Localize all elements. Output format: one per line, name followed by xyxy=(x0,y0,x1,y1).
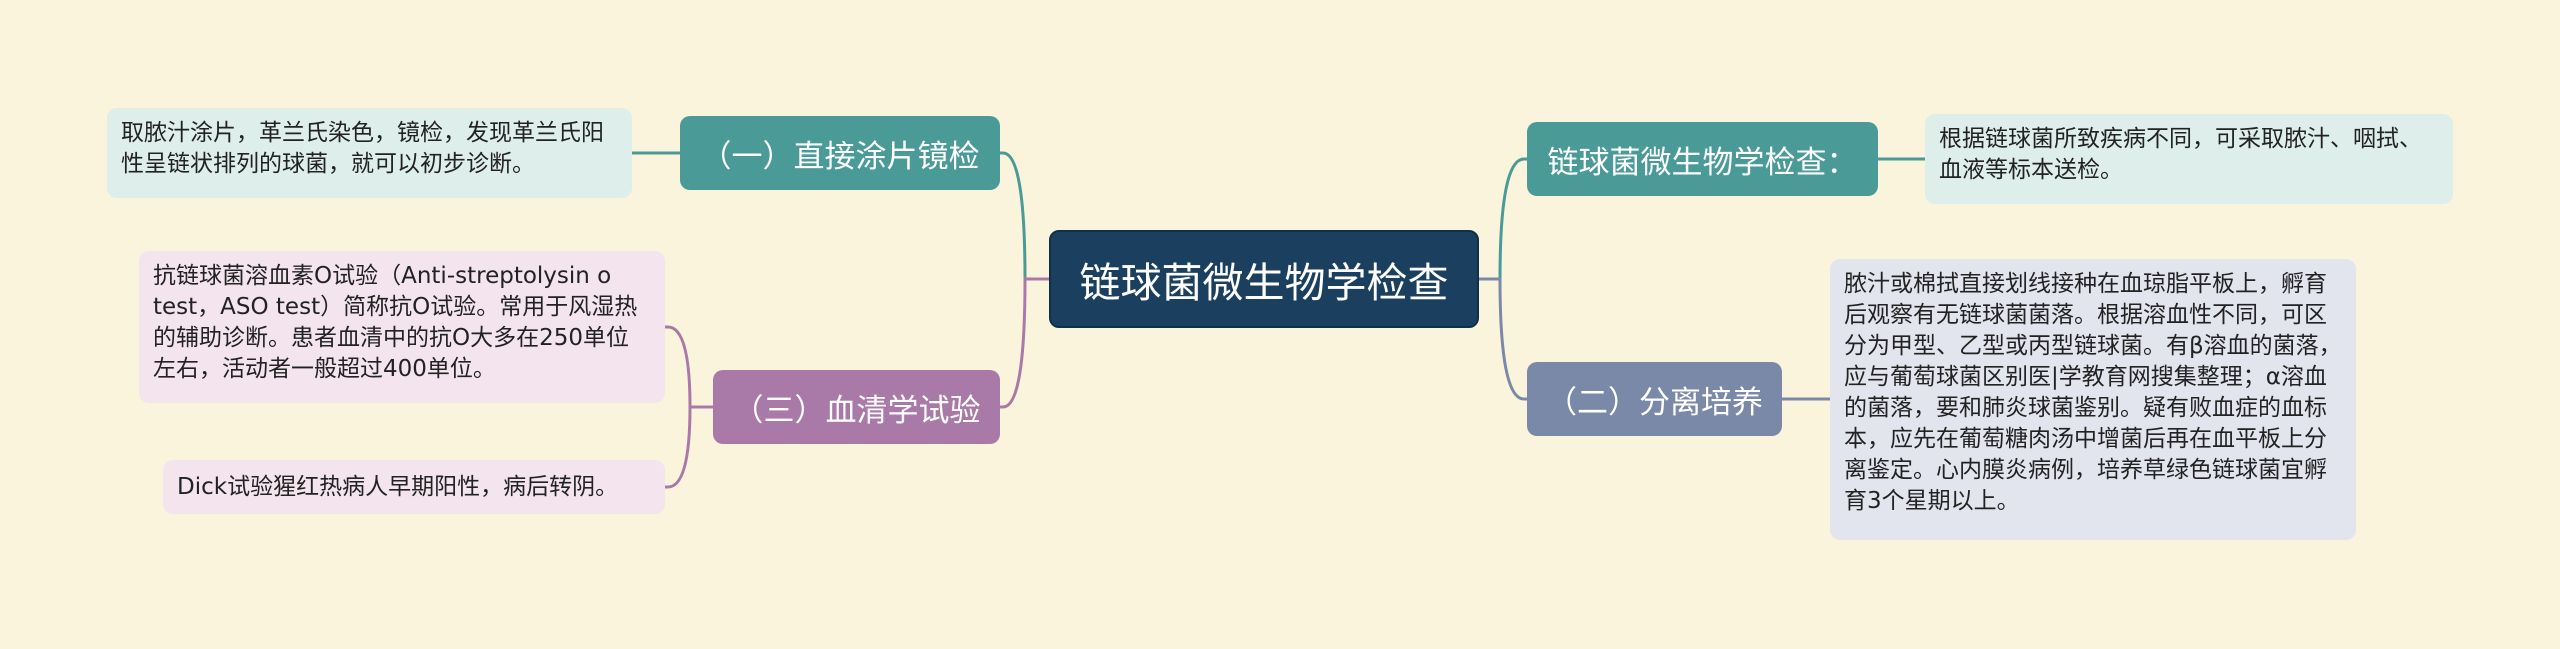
leaf-direct-smear-text: 取脓汁涂片，革兰氏染色，镜检，发现革兰氏阳性呈链状排列的球菌，就可以初步诊断。 xyxy=(121,120,604,177)
link-root-culture xyxy=(1479,277,1527,401)
leaf-serology-dick[interactable]: Dick试验猩红热病人早期阳性，病后转阴。 xyxy=(163,460,665,514)
branch-direct-smear[interactable]: （一）直接涂片镜检 xyxy=(680,116,1000,190)
branch-serology[interactable]: （三）血清学试验 xyxy=(713,370,1000,444)
branch-exam[interactable]: 链球菌微生物学检查： xyxy=(1527,122,1878,196)
link-root-direct-smear xyxy=(1000,151,1049,281)
leaf-direct-smear[interactable]: 取脓汁涂片，革兰氏染色，镜检，发现革兰氏阳性呈链状排列的球菌，就可以初步诊断。 xyxy=(107,108,632,198)
root-topic[interactable]: 链球菌微生物学检查 xyxy=(1049,230,1479,328)
leaf-serology-aso[interactable]: 抗链球菌溶血素O试验（Anti-streptolysin o test，ASO … xyxy=(139,251,665,403)
link-serology-dick xyxy=(665,405,713,489)
leaf-serology-dick-text: Dick试验猩红热病人早期阳性，病后转阴。 xyxy=(177,473,619,500)
link-root-exam xyxy=(1479,157,1527,281)
leaf-exam[interactable]: 根据链球菌所致疾病不同，可采取脓汁、咽拭、血液等标本送检。 xyxy=(1925,114,2453,204)
link-serology-aso xyxy=(665,325,713,409)
leaf-serology-aso-text: 抗链球菌溶血素O试验（Anti-streptolysin o test，ASO … xyxy=(153,263,638,382)
link-root-serology xyxy=(1000,277,1049,409)
leaf-culture-text: 脓汁或棉拭直接划线接种在血琼脂平板上，孵育后观察有无链球菌菌落。根据溶血性不同，… xyxy=(1844,271,2342,514)
leaf-culture[interactable]: 脓汁或棉拭直接划线接种在血琼脂平板上，孵育后观察有无链球菌菌落。根据溶血性不同，… xyxy=(1830,259,2356,540)
branch-culture[interactable]: （二）分离培养 xyxy=(1527,362,1782,436)
leaf-exam-text: 根据链球菌所致疾病不同，可采取脓汁、咽拭、血液等标本送检。 xyxy=(1939,126,2422,183)
